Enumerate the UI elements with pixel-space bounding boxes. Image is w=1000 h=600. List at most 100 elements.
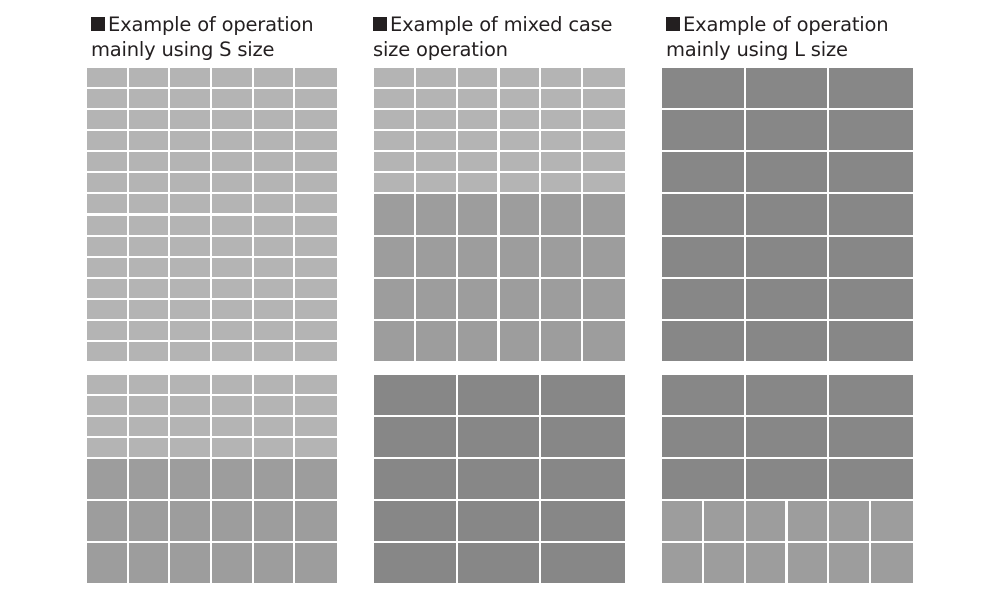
storage-cell-s: [583, 110, 625, 130]
storage-cell-s: [253, 438, 294, 457]
storage-cell-s: [295, 131, 337, 151]
storage-cell-m: [128, 501, 169, 541]
storage-cell-l: [457, 501, 540, 541]
storage-cell-s: [374, 89, 414, 109]
storage-cell-m: [541, 320, 582, 361]
storage-cell-m: [457, 194, 498, 235]
storage-cell-s: [295, 194, 337, 214]
storage-cell-l: [541, 543, 625, 583]
storage-cell-l: [457, 417, 540, 457]
storage-cell-m: [87, 543, 127, 583]
storage-cell-s: [170, 278, 210, 298]
storage-cell-s: [212, 215, 252, 235]
storage-cell-s: [212, 236, 252, 256]
storage-cell-s: [541, 89, 582, 109]
storage-cell-s: [253, 299, 294, 319]
storage-cell-s: [253, 131, 294, 151]
storage-cell-s: [253, 236, 294, 256]
storage-cell-m: [662, 543, 702, 583]
storage-cell-s: [583, 89, 625, 109]
storage-cell-l: [829, 375, 913, 415]
storage-cell-m: [87, 501, 127, 541]
storage-cell-s: [253, 89, 294, 109]
storage-cell-s: [295, 215, 337, 235]
storage-cell-l: [662, 320, 744, 361]
storage-cell-m: [253, 501, 294, 541]
storage-cell-l: [829, 320, 913, 361]
storage-cell-m: [703, 501, 744, 541]
storage-cell-m: [499, 278, 540, 319]
storage-cell-l: [829, 194, 913, 235]
storage-cell-s: [374, 110, 414, 130]
storage-cell-s: [170, 236, 210, 256]
storage-cell-m: [541, 278, 582, 319]
storage-cell-s: [212, 417, 252, 436]
storage-cell-s: [415, 152, 456, 172]
storage-cell-s: [253, 320, 294, 340]
storage-cell-s: [415, 68, 456, 88]
storage-cell-s: [128, 215, 169, 235]
storage-cell-s: [87, 152, 127, 172]
storage-cell-s: [170, 131, 210, 151]
storage-cell-s: [212, 396, 252, 415]
storage-cell-l: [374, 375, 456, 415]
storage-cell-s: [583, 131, 625, 151]
storage-cell-s: [212, 194, 252, 214]
storage-cell-s: [87, 68, 127, 88]
storage-cell-m: [415, 278, 456, 319]
heading-line-1: Example of operation: [666, 12, 926, 37]
storage-cell-m: [212, 459, 252, 499]
storage-cell-s: [541, 131, 582, 151]
storage-cell-s: [212, 152, 252, 172]
storage-cell-l: [662, 459, 744, 499]
storage-cell-m: [829, 543, 870, 583]
storage-cell-m: [829, 501, 870, 541]
storage-cell-s: [295, 68, 337, 88]
storage-cell-l: [374, 417, 456, 457]
storage-cell-s: [128, 194, 169, 214]
storage-cell-s: [87, 299, 127, 319]
storage-cell-s: [170, 320, 210, 340]
storage-cell-s: [295, 320, 337, 340]
storage-cell-s: [295, 278, 337, 298]
storage-cell-s: [295, 438, 337, 457]
storage-cell-s: [170, 110, 210, 130]
storage-cell-s: [499, 173, 540, 193]
storage-cell-s: [170, 299, 210, 319]
storage-cell-l: [662, 152, 744, 193]
storage-cell-s: [541, 110, 582, 130]
rack-panel-mixed-upper: [374, 68, 625, 363]
storage-cell-s: [212, 375, 252, 394]
heading-mixed-size: Example of mixed case size operation: [373, 12, 633, 62]
storage-cell-m: [374, 278, 414, 319]
storage-cell-s: [87, 278, 127, 298]
storage-cell-s: [499, 68, 540, 88]
storage-cell-s: [170, 257, 210, 277]
storage-cell-l: [745, 68, 828, 109]
storage-cell-l: [829, 110, 913, 151]
storage-cell-m: [499, 194, 540, 235]
storage-cell-m: [499, 320, 540, 361]
storage-cell-s: [295, 396, 337, 415]
storage-cell-s: [499, 152, 540, 172]
storage-cell-m: [871, 501, 913, 541]
storage-cell-s: [128, 173, 169, 193]
storage-cell-s: [253, 257, 294, 277]
storage-cell-m: [253, 459, 294, 499]
storage-cell-s: [212, 110, 252, 130]
storage-cell-s: [128, 152, 169, 172]
storage-cell-s: [295, 341, 337, 361]
storage-cell-s: [87, 131, 127, 151]
storage-cell-s: [374, 131, 414, 151]
storage-cell-s: [170, 89, 210, 109]
storage-cell-l: [541, 417, 625, 457]
storage-cell-s: [87, 110, 127, 130]
storage-cell-m: [374, 194, 414, 235]
rack-panel-s-size-upper: [87, 68, 337, 363]
storage-cell-s: [295, 152, 337, 172]
storage-cell-l: [745, 375, 828, 415]
storage-cell-s: [170, 375, 210, 394]
storage-cell-s: [87, 341, 127, 361]
storage-cell-s: [212, 341, 252, 361]
storage-cell-m: [541, 236, 582, 277]
